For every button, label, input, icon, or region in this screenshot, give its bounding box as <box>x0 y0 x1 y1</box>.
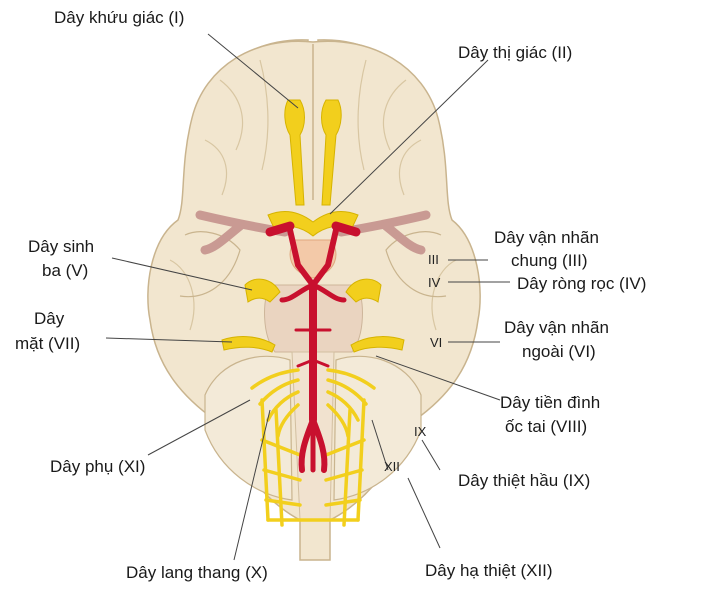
label-vagus: Dây lang thang (X) <box>126 563 268 582</box>
label-trochlear: Dây ròng rọc (IV) <box>517 274 646 293</box>
numeral-iii: III <box>428 252 439 267</box>
internal-carotid-right <box>331 221 361 237</box>
label-trigeminal-line2: ba (V) <box>42 261 88 280</box>
label-abducens-line1: Dây vận nhãn <box>504 318 609 337</box>
facial-nerve-left <box>221 336 276 353</box>
numeral-xii: XII <box>384 459 400 474</box>
facial-nerve-right <box>350 336 405 353</box>
branch-l2 <box>296 358 315 368</box>
trigeminal-nerve-left <box>244 278 281 303</box>
label-facial-line2: mặt (VII) <box>15 334 80 353</box>
label-vestibulocochlear-line1: Dây tiền đình <box>500 393 600 412</box>
label-oculomotor-line1: Dây vận nhãn <box>494 228 599 247</box>
label-oculomotor-line2: chung (III) <box>511 251 588 270</box>
label-trigeminal-line1: Dây sinh <box>28 237 94 256</box>
leader-lines <box>105 33 510 561</box>
numeral-vi: VI <box>430 335 442 350</box>
olfactory-nerve-left <box>284 99 305 206</box>
branch-r2 <box>311 358 330 368</box>
labels: Dây khứu giác (I) Dây thị giác (II) Dây … <box>15 8 646 582</box>
label-accessory: Dây phụ (XI) <box>50 457 145 476</box>
internal-carotid-left <box>265 221 295 237</box>
cranial-nerves <box>221 99 405 353</box>
temporal-lobe-left <box>179 231 241 298</box>
label-abducens-line2: ngoài (VI) <box>522 342 596 361</box>
lower-nerve-network <box>250 368 376 527</box>
label-hypoglossal: Dây hạ thiệt (XII) <box>425 561 553 580</box>
trigeminal-nerve-right <box>345 278 382 303</box>
numeral-iv: IV <box>428 275 441 290</box>
label-facial-line1: Dây <box>34 309 65 328</box>
label-optic: Dây thị giác (II) <box>458 43 572 62</box>
numeral-markers: III IV VI IX XII <box>384 252 442 474</box>
olfactory-nerve-right <box>321 99 342 206</box>
label-olfactory: Dây khứu giác (I) <box>54 8 184 27</box>
label-glossopharyngeal: Dây thiệt hầu (IX) <box>458 471 590 490</box>
temporal-lobe-right <box>385 231 447 298</box>
label-vestibulocochlear-line2: ốc tai (VIII) <box>505 417 587 436</box>
arteries <box>265 221 361 473</box>
numeral-ix: IX <box>414 424 427 439</box>
